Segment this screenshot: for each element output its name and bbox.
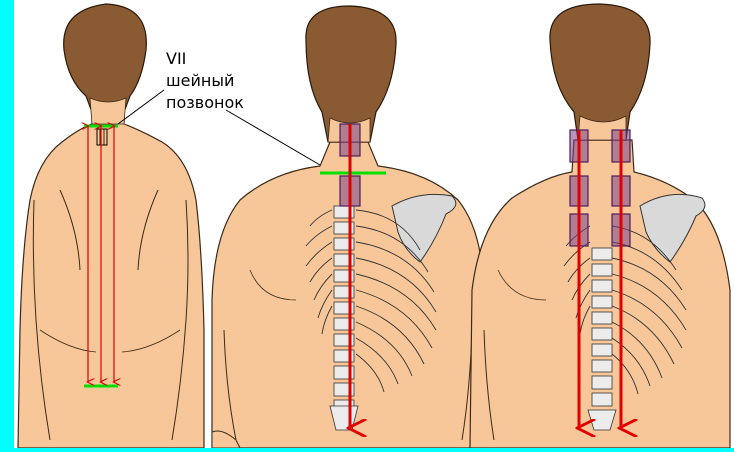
- label-line-2: шейный: [166, 71, 234, 90]
- middle-spine: [330, 206, 358, 430]
- left-figure-body: [18, 112, 204, 448]
- label-line-3: позвонок: [166, 93, 244, 112]
- label-line-1: VII: [166, 49, 186, 68]
- right-spine: [588, 248, 616, 430]
